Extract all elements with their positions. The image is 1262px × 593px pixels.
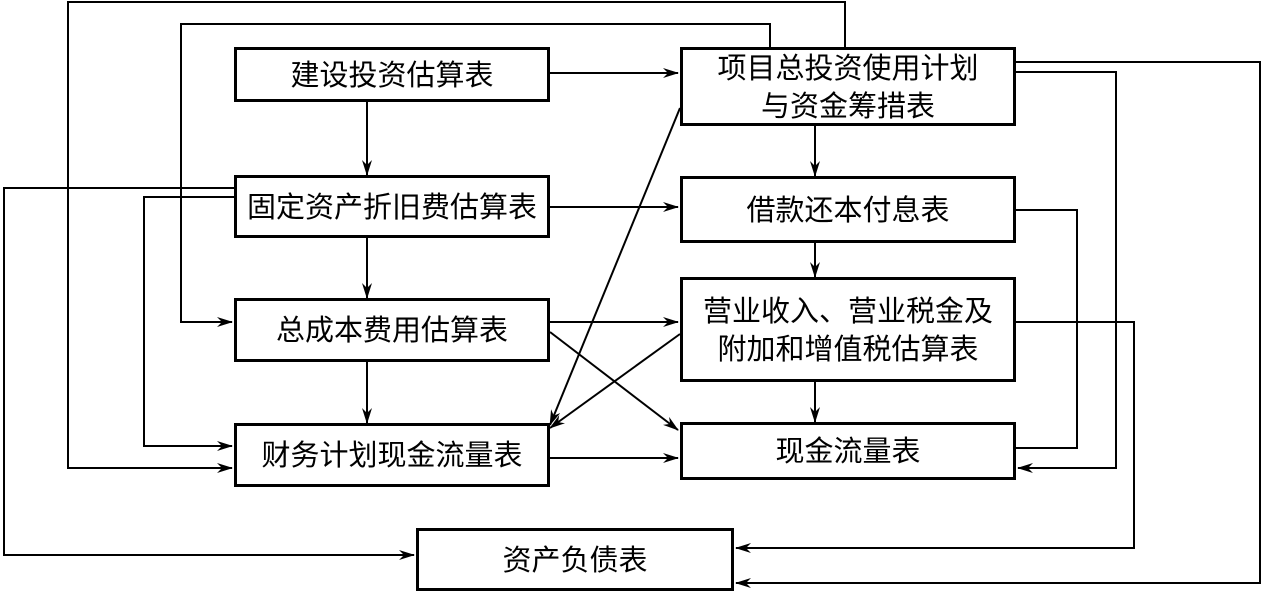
arrow-plan-loop-to-financial (67, 1, 846, 473)
arrow-revenue-to-financial (549, 333, 681, 429)
arrow-plan-to-cashflow (1016, 71, 1117, 473)
box-label: 资产负债表 (502, 542, 648, 577)
box-label: 建设投资估算表 (290, 57, 494, 92)
box-revenue-tax: 营业收入、营业税金及 附加和增值税估算表 (680, 277, 1016, 382)
box-total-cost: 总成本费用估算表 (234, 298, 550, 362)
arrow-depreciation-to-financial (143, 196, 234, 451)
connectors (3, 1, 1261, 588)
box-financial-plan-cashflow: 财务计划现金流量表 (234, 423, 550, 487)
box-label: 总成本费用估算表 (275, 313, 508, 347)
box-label: 借款还本付息表 (746, 192, 950, 227)
line-loan-to-cashflow (1016, 209, 1078, 449)
box-balance-sheet: 资产负债表 (416, 528, 734, 591)
box-fixed-asset-depreciation: 固定资产折旧费估算表 (234, 175, 550, 238)
arrow-plan-to-balance (735, 61, 1261, 588)
box-label: 项目总投资使用计划 与资金筹措表 (717, 50, 979, 123)
arrow-depreciation-to-balance (3, 187, 415, 560)
box-construction-investment: 建设投资估算表 (234, 47, 550, 102)
box-label: 财务计划现金流量表 (261, 438, 523, 472)
box-cashflow: 现金流量表 (680, 422, 1016, 480)
box-loan-repayment: 借款还本付息表 (680, 176, 1016, 243)
arrow-plan-to-financial (549, 107, 681, 426)
arrow-plan-loop-to-totalcost (180, 23, 771, 327)
box-label: 营业收入、营业税金及 附加和增值税估算表 (702, 293, 993, 366)
box-label: 现金流量表 (775, 434, 921, 468)
box-total-investment-plan: 项目总投资使用计划 与资金筹措表 (680, 47, 1016, 126)
box-label: 固定资产折旧费估算表 (246, 189, 537, 224)
arrow-revenue-to-balance (735, 321, 1135, 553)
